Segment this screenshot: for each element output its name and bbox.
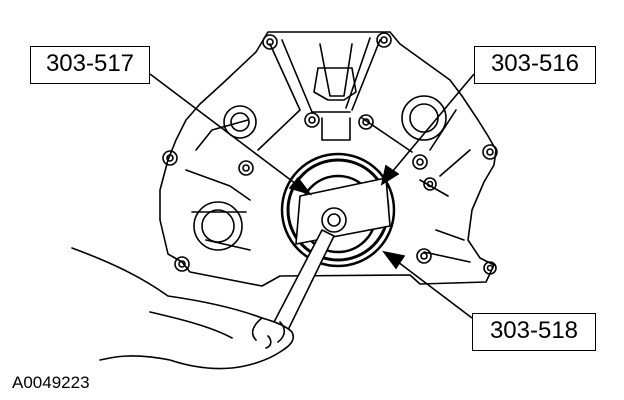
seal-outer-ring (280, 152, 396, 268)
tool-label-303-517: 303-517 (30, 46, 150, 84)
cover-ribs (185, 37, 471, 263)
hand-outline (71, 247, 295, 370)
installer-center-bore (327, 213, 341, 227)
left-upper-bore-inner (230, 112, 250, 132)
left-upper-bore (223, 105, 257, 139)
arrow-516-leader (391, 73, 475, 173)
left-lower-bore-inner (201, 209, 235, 243)
left-lower-bore (193, 201, 243, 251)
right-upper-bore-inner (409, 103, 439, 133)
tool-label-303-518: 303-518 (472, 313, 596, 351)
arrow-518-head (382, 250, 406, 270)
hand-fingers (149, 311, 286, 349)
tool-label-303-516: 303-516 (474, 46, 596, 84)
arrow-517-head (288, 176, 313, 196)
bolt-bosses (162, 32, 498, 275)
arrow-517-leader (149, 73, 297, 185)
installer-center-boss (321, 207, 347, 233)
arrow-516-head (380, 164, 400, 186)
upper-pocket (313, 67, 357, 101)
right-upper-bore (401, 95, 447, 141)
arrow-518-leader (397, 261, 473, 319)
cover-outline (159, 31, 497, 287)
figure-id: A0049223 (12, 373, 90, 392)
